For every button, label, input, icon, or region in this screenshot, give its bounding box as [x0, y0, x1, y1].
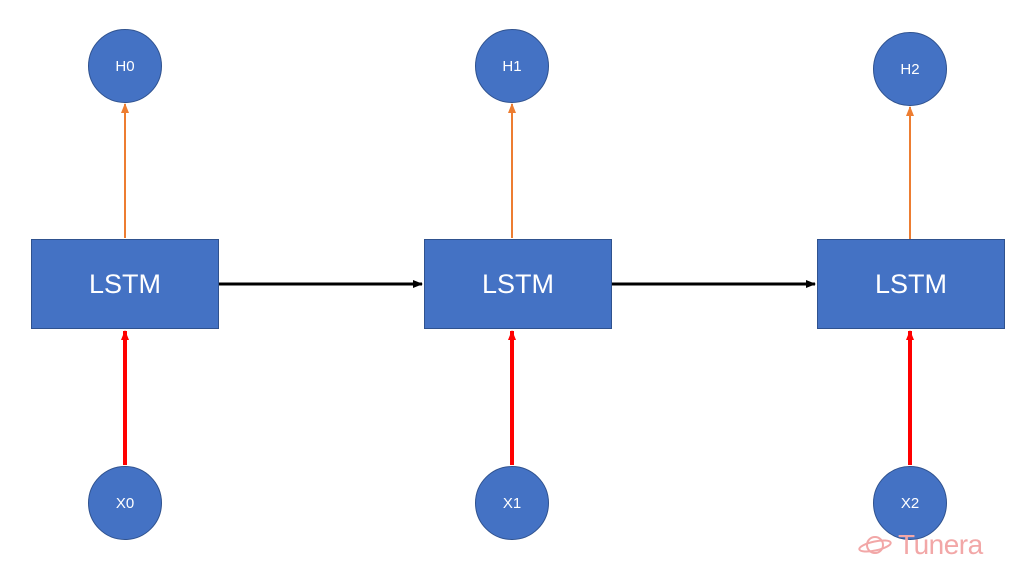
planet-logo-icon [858, 536, 892, 554]
lstm-cell-0: LSTM [31, 239, 219, 329]
watermark: Tunera [858, 529, 983, 560]
lstm-cell-2: LSTM [817, 239, 1005, 329]
input-node-x1: X1 [475, 466, 549, 540]
output-node-label: H2 [900, 60, 920, 78]
lstm-cell-1: LSTM [424, 239, 612, 329]
output-node-h1: H1 [475, 29, 549, 103]
output-node-label: H0 [115, 57, 135, 75]
lstm-cell-label: LSTM [874, 268, 947, 299]
input-node-label: X0 [115, 494, 135, 512]
input-node-x0: X0 [88, 466, 162, 540]
input-node-x2: X2 [873, 466, 947, 540]
input-node-label: X2 [900, 494, 920, 512]
lstm-cell-label: LSTM [88, 268, 161, 299]
lstm-cell-label: LSTM [481, 268, 554, 299]
watermark-text: Tunera [898, 529, 983, 560]
output-node-h0: H0 [88, 29, 162, 103]
output-node-label: H1 [502, 57, 522, 75]
output-node-h2: H2 [873, 32, 947, 106]
input-node-label: X1 [502, 494, 522, 512]
